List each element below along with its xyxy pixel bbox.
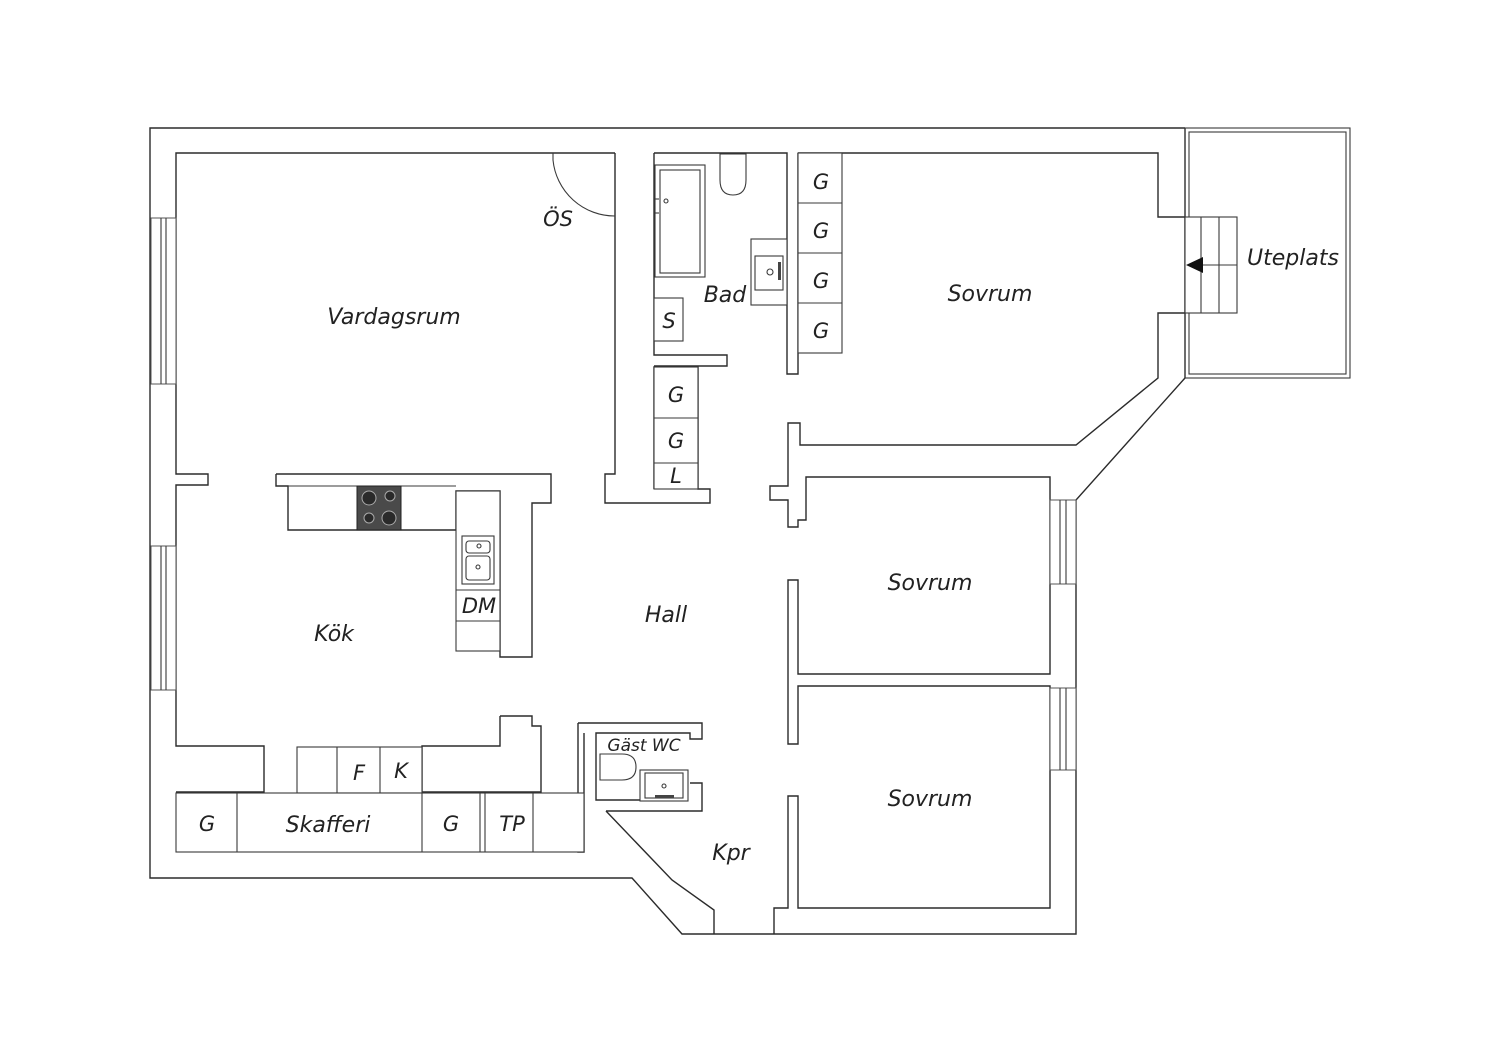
label-kpr: Kpr (712, 841, 751, 866)
label-l: L (670, 464, 682, 488)
window-sovrum-2 (1049, 499, 1077, 585)
label-dm: DM (462, 594, 496, 618)
label-sovrum-1: Sovrum (948, 282, 1033, 307)
label-s: S (662, 309, 675, 333)
window-kok (150, 545, 177, 691)
window-sovrum-3 (1049, 687, 1077, 771)
stove (356, 485, 402, 531)
label-g: G (668, 383, 684, 407)
label-sovrum-3: Sovrum (888, 787, 973, 812)
label-g: G (813, 219, 829, 243)
toilet (719, 153, 747, 196)
label-g: G (443, 812, 459, 836)
label-kok: Kök (314, 622, 355, 647)
pantry-cabinets (175, 746, 585, 853)
storage-s (653, 297, 684, 342)
gast-wc-fixtures (599, 753, 689, 802)
label-f: F (353, 761, 366, 785)
wardrobes-sovrum-1 (797, 152, 843, 354)
label-g: G (199, 812, 215, 836)
label-tp: TP (499, 812, 525, 836)
label-gast-wc: Gäst WC (607, 736, 680, 756)
windows (150, 217, 1077, 771)
entry-arrow-icon (1186, 257, 1203, 273)
label-uteplats: Uteplats (1247, 246, 1339, 271)
kitchen-fixtures (275, 473, 552, 658)
bad-fixtures (653, 153, 788, 342)
label-hall: Hall (645, 603, 687, 628)
label-skafferi: Skafferi (286, 813, 371, 838)
label-g: G (813, 170, 829, 194)
guest-toilet (599, 753, 637, 781)
uteplats-terrace (1184, 127, 1351, 379)
label-g: G (668, 429, 684, 453)
window-vardagsrum (150, 217, 177, 385)
label-os: ÖS (543, 206, 573, 231)
door-swing-os (552, 153, 616, 217)
fixture-labels: G G G G S G G L DM F K G G TP (199, 170, 829, 836)
wardrobes-hall (653, 366, 699, 490)
label-sovrum-2: Sovrum (888, 571, 973, 596)
label-g: G (813, 269, 829, 293)
label-k: K (394, 759, 410, 783)
label-vardagsrum: Vardagsrum (327, 305, 460, 330)
room-labels: Vardagsrum Kök Hall Bad Sovrum Sovrum So… (286, 206, 1339, 866)
label-g: G (813, 319, 829, 343)
label-bad: Bad (704, 283, 748, 308)
